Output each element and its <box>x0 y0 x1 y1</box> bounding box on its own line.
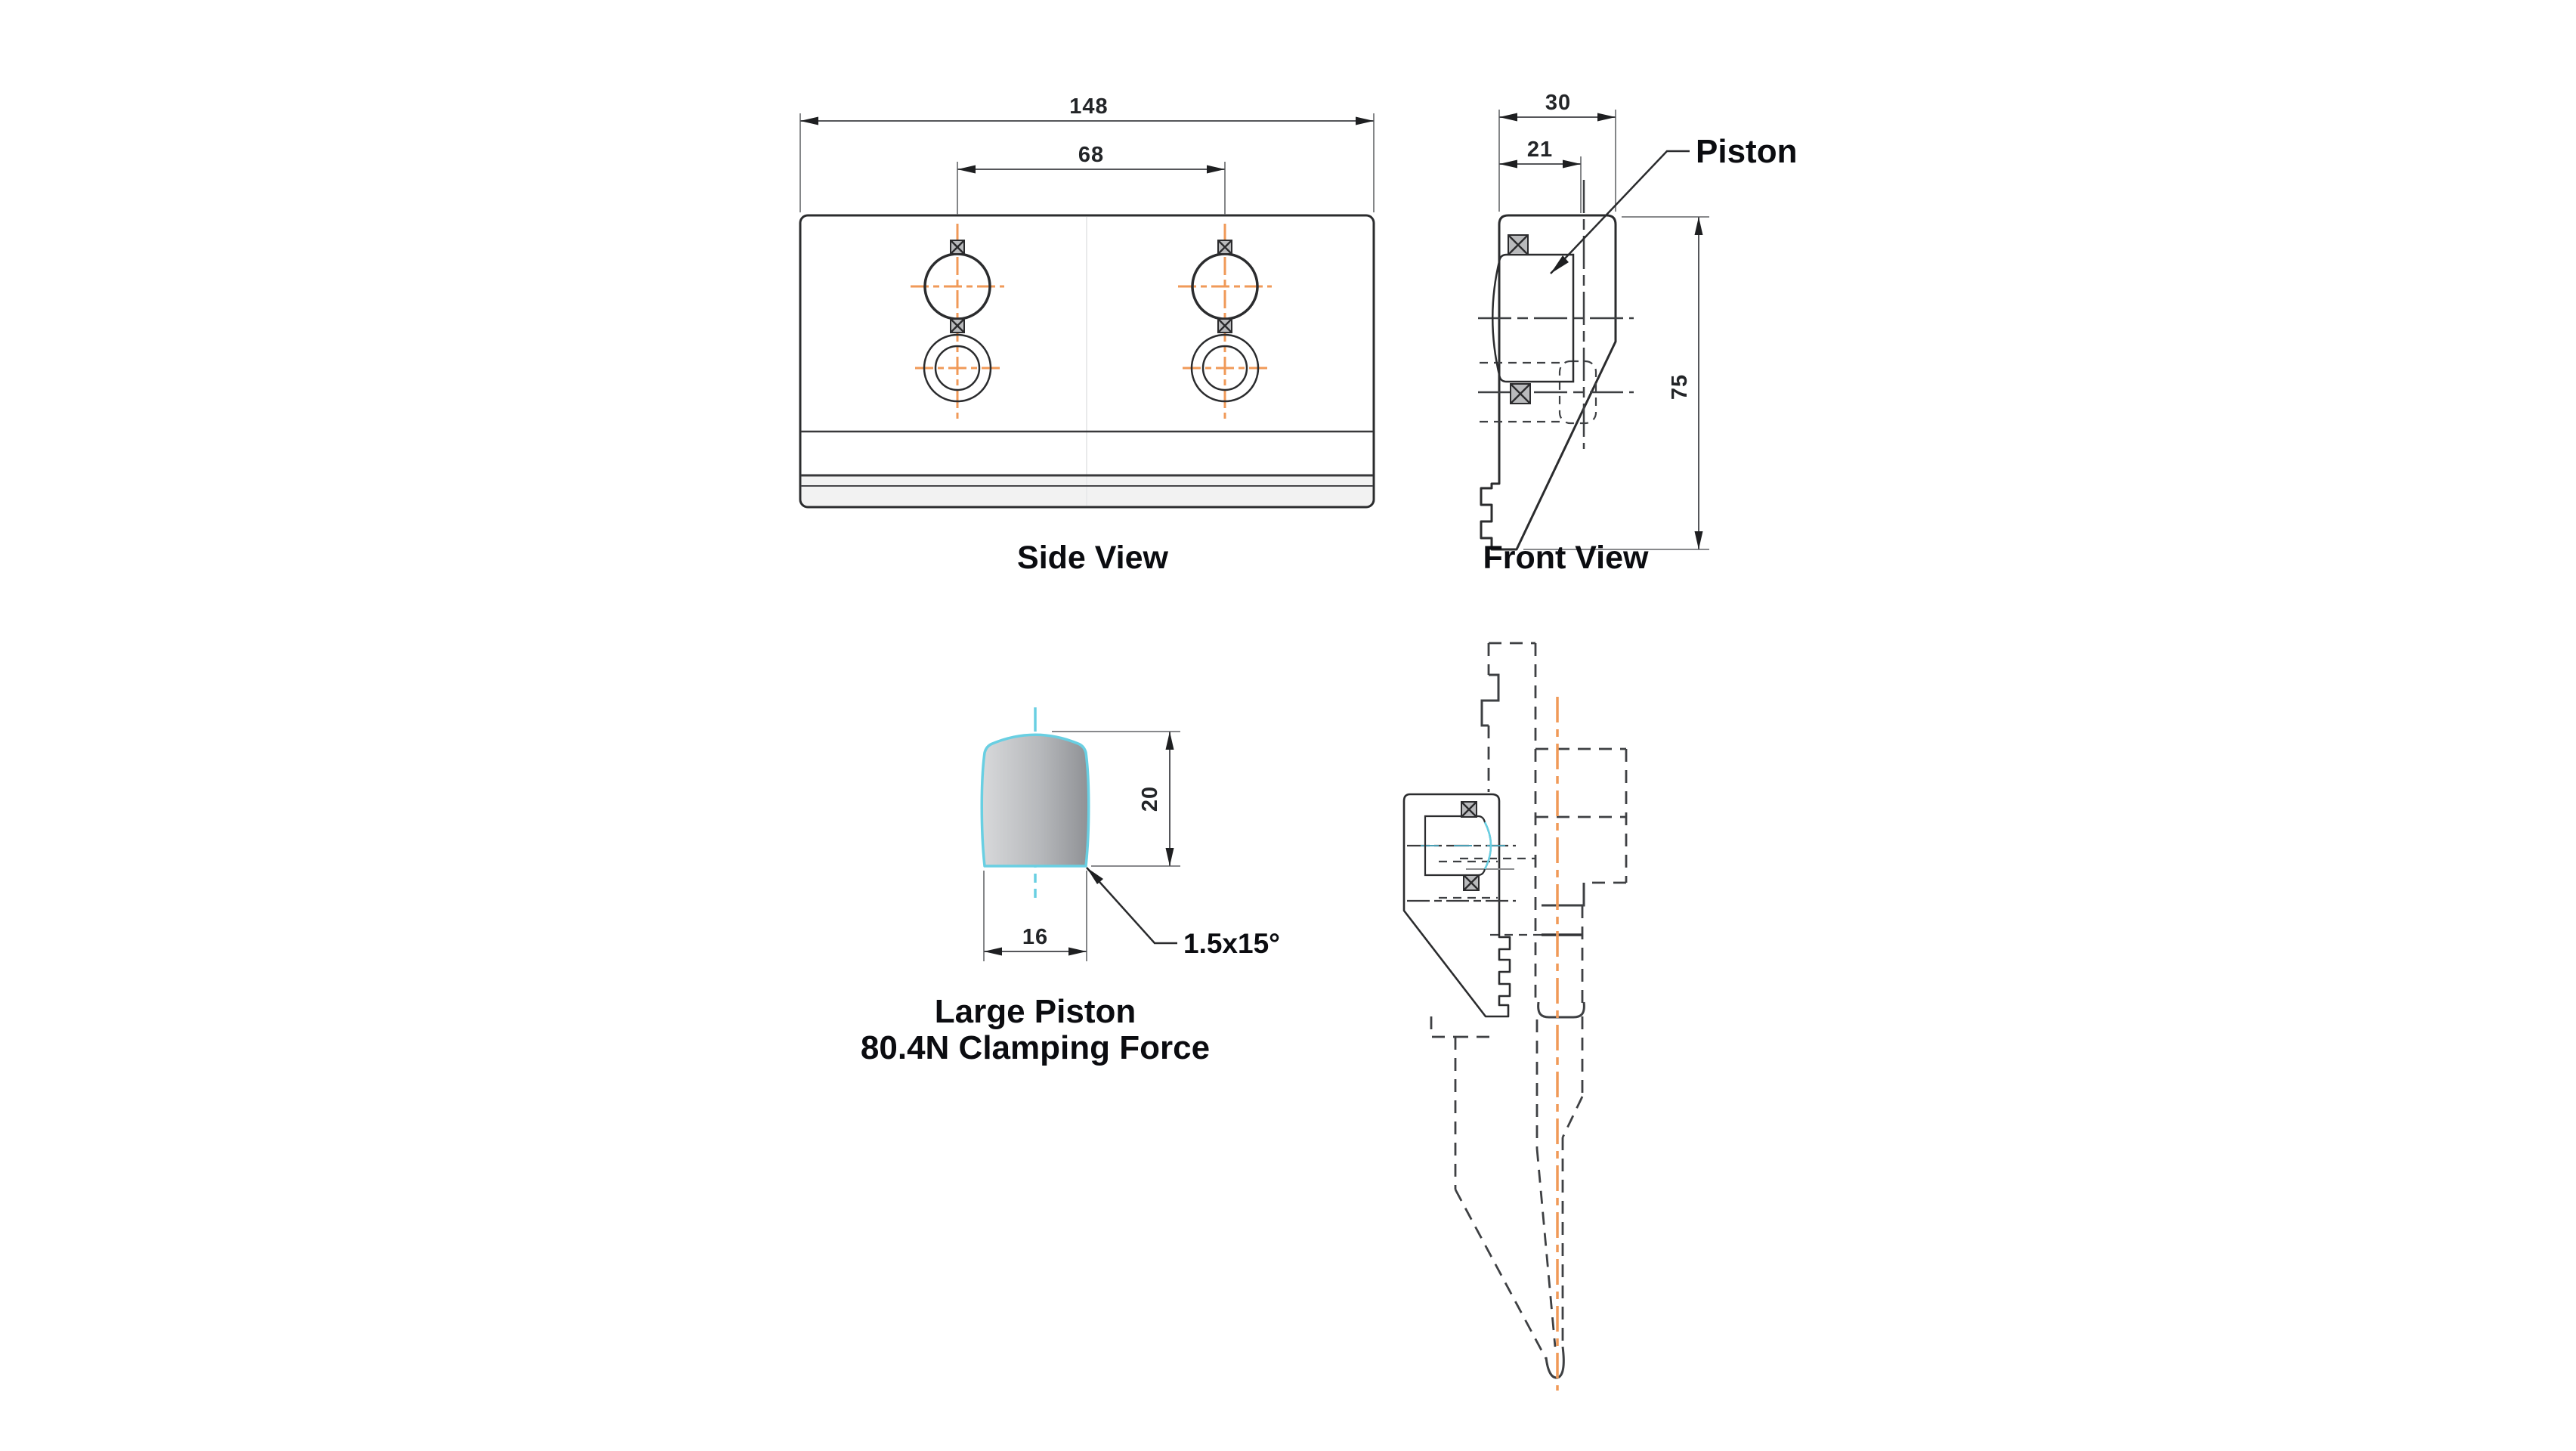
arrowhead <box>1207 165 1225 174</box>
dimension-68: 68 <box>957 143 1226 215</box>
side-view: 148 68 Side View <box>799 94 1375 576</box>
large-piston-detail: 20 16 1.5x15° Large Piston 80.4N Clampin… <box>861 707 1280 1066</box>
dim-value-21: 21 <box>1527 138 1553 162</box>
counterbore-inner-circle <box>934 345 981 391</box>
side-view-label: Side View <box>1017 540 1169 576</box>
holder-step <box>1542 883 1585 907</box>
piston-callout-label: Piston <box>1696 133 1797 170</box>
leader-arrowhead <box>1551 255 1569 274</box>
front-view-piston <box>1492 253 1575 383</box>
front-view: 30 21 75 Piston Front View <box>1478 91 1797 576</box>
leader-line <box>1550 150 1690 274</box>
dimension-21: 21 <box>1499 138 1582 213</box>
dim-value-16: 16 <box>1022 925 1048 949</box>
chamfer-label: 1.5x15° <box>1183 928 1280 959</box>
arrowhead <box>1165 848 1174 866</box>
dimension-16: 16 <box>983 871 1087 961</box>
arrowhead <box>1165 732 1174 750</box>
arrowhead <box>957 165 976 174</box>
counterbore-outer-circle <box>923 333 992 403</box>
arrowhead <box>984 947 1002 956</box>
piston-callout: Piston <box>1550 133 1797 274</box>
dim-value-20: 20 <box>1138 786 1162 812</box>
arrowhead <box>1356 116 1374 125</box>
arrowhead <box>1694 217 1703 235</box>
arrowhead <box>1694 531 1703 549</box>
hole-pattern-right <box>1178 224 1272 420</box>
hidden-pocket-end <box>1558 360 1597 425</box>
arrowhead <box>1597 113 1616 122</box>
piston-caption-line2: 80.4N Clamping Force <box>861 1029 1210 1066</box>
piston-caption-line1: Large Piston <box>935 993 1136 1030</box>
arrowhead <box>1068 947 1087 956</box>
dimension-20: 20 <box>1052 731 1180 867</box>
dimension-75: 75 <box>1523 216 1709 550</box>
dimension-30: 30 <box>1498 91 1616 212</box>
chamfer-callout: 1.5x15° <box>1086 867 1280 959</box>
front-view-body <box>1480 214 1617 551</box>
front-view-label: Front View <box>1483 540 1649 576</box>
ram-step-notch <box>1480 673 1500 727</box>
dim-value-75: 75 <box>1668 374 1692 400</box>
dim-value-68: 68 <box>1078 143 1104 167</box>
dim-value-148: 148 <box>1069 94 1108 119</box>
arrowhead <box>1499 113 1517 122</box>
large-piston-body <box>980 733 1090 868</box>
assembly-view <box>1402 642 1628 1391</box>
counterbore-inner-circle <box>1201 345 1248 391</box>
counterbore-outer-circle <box>1190 333 1260 403</box>
dimension-148: 148 <box>799 94 1375 212</box>
dim-value-30: 30 <box>1545 91 1571 115</box>
arrowhead <box>1499 159 1517 169</box>
leader-arrowhead <box>1087 868 1103 884</box>
arrowhead <box>800 116 818 125</box>
tool-shoulder <box>1537 1001 1585 1019</box>
punch-hidden-outline <box>1430 1016 1584 1379</box>
ram-hidden-outline <box>1460 642 1628 1019</box>
assembly-piston-cyan-edge <box>1483 821 1492 870</box>
leader-line <box>1086 867 1177 945</box>
assembly-clamp-body <box>1402 793 1511 1018</box>
hole-pattern-left <box>911 224 1004 420</box>
side-view-plate <box>799 214 1375 509</box>
punch-tip <box>1545 1346 1565 1379</box>
arrowhead <box>1563 159 1581 169</box>
